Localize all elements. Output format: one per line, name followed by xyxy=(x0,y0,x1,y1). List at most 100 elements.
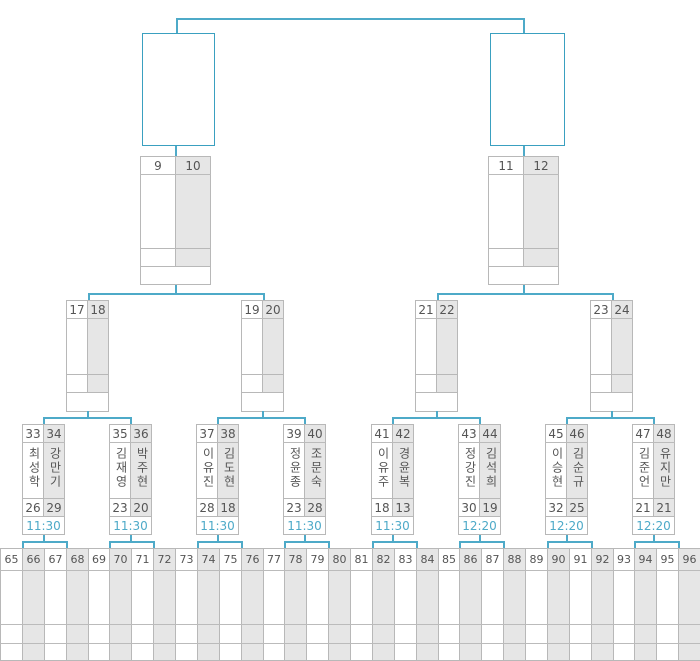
bottom-time-divider xyxy=(416,643,439,644)
r16-header-divider xyxy=(632,442,675,443)
bottom-slot[interactable]: 74 xyxy=(197,548,220,661)
bottom-slot[interactable]: 93 xyxy=(613,548,635,661)
quarter-slot-a[interactable]: 17 xyxy=(66,300,88,375)
bottom-connector-vl xyxy=(547,541,549,549)
bottom-score-divider xyxy=(416,624,439,625)
quarter-connector-vl xyxy=(88,293,90,301)
semi-seed-b: 10 xyxy=(185,159,201,173)
bottom-slot[interactable]: 70 xyxy=(109,548,132,661)
r16-seed-a: 37 xyxy=(199,427,215,441)
bottom-time-divider xyxy=(438,643,460,644)
bottom-slot[interactable]: 78 xyxy=(284,548,307,661)
quarter-time xyxy=(66,392,109,412)
bottom-score-divider xyxy=(656,624,679,625)
r16-player-name-b: 유지만 xyxy=(658,447,672,489)
bottom-slot[interactable]: 84 xyxy=(416,548,439,661)
r16-player-name-a: 최성학 xyxy=(27,447,41,489)
bottom-slot[interactable]: 83 xyxy=(394,548,417,661)
bottom-slot[interactable]: 87 xyxy=(481,548,504,661)
bottom-connector-vr xyxy=(153,541,155,549)
bottom-slot[interactable]: 72 xyxy=(153,548,176,661)
bottom-slot[interactable]: 81 xyxy=(350,548,373,661)
bottom-time-divider xyxy=(241,643,264,644)
bottom-seed-number: 94 xyxy=(638,553,653,566)
bottom-slot[interactable]: 95 xyxy=(656,548,679,661)
bottom-slot[interactable]: 76 xyxy=(241,548,264,661)
bottom-slot[interactable]: 91 xyxy=(569,548,592,661)
r16-down-connector xyxy=(304,535,306,543)
bottom-time-divider xyxy=(263,643,285,644)
bottom-header-divider xyxy=(219,570,242,571)
r16-seed-b: 44 xyxy=(482,427,498,441)
bottom-slot[interactable]: 79 xyxy=(306,548,329,661)
final-slot-right[interactable] xyxy=(490,33,565,146)
bottom-seed-number: 73 xyxy=(179,553,194,566)
quarter-slot-a[interactable]: 19 xyxy=(241,300,263,375)
bottom-slot[interactable]: 88 xyxy=(503,548,526,661)
r16-match-time: 12:20 xyxy=(462,519,497,533)
bottom-time-divider xyxy=(131,643,154,644)
bottom-slot[interactable]: 69 xyxy=(88,548,110,661)
quarter-seed-b: 24 xyxy=(614,303,630,317)
bottom-slot[interactable]: 80 xyxy=(328,548,351,661)
quarter-slot-b[interactable]: 18 xyxy=(87,300,109,375)
bottom-score-divider xyxy=(525,624,548,625)
bottom-slot[interactable]: 68 xyxy=(66,548,89,661)
bottom-slot[interactable]: 73 xyxy=(175,548,198,661)
r16-score-b: 19 xyxy=(479,498,501,517)
bottom-slot[interactable]: 85 xyxy=(438,548,460,661)
bottom-time-divider xyxy=(175,643,198,644)
bottom-slot[interactable]: 94 xyxy=(634,548,657,661)
quarter-slot-b[interactable]: 20 xyxy=(262,300,284,375)
semi-slot-a[interactable]: 9 xyxy=(140,156,176,249)
final-slot-left[interactable] xyxy=(142,33,215,146)
bottom-time-divider xyxy=(372,643,395,644)
quarter-slot-a[interactable]: 23 xyxy=(590,300,612,375)
bottom-slot[interactable]: 71 xyxy=(131,548,154,661)
bottom-header-divider xyxy=(416,570,439,571)
bottom-slot[interactable]: 66 xyxy=(22,548,45,661)
bottom-score-divider xyxy=(328,624,351,625)
bottom-seed-number: 72 xyxy=(157,553,172,566)
bottom-slot[interactable]: 82 xyxy=(372,548,395,661)
semi-slot-b[interactable]: 10 xyxy=(175,156,211,249)
semi-time xyxy=(140,266,211,285)
semi-slot-b[interactable]: 12 xyxy=(523,156,559,249)
bottom-slot[interactable]: 89 xyxy=(525,548,548,661)
semi-slot-a[interactable]: 11 xyxy=(488,156,524,249)
r16-connector-h xyxy=(392,417,481,419)
r16-player-name-b: 강만기 xyxy=(48,447,62,489)
quarter-slot-b[interactable]: 22 xyxy=(436,300,458,375)
bottom-time-divider xyxy=(459,643,482,644)
bottom-slot[interactable]: 86 xyxy=(459,548,482,661)
bottom-slot[interactable]: 65 xyxy=(0,548,23,661)
quarter-slot-b[interactable]: 24 xyxy=(611,300,633,375)
bottom-slot[interactable]: 92 xyxy=(591,548,614,661)
r16-header-divider xyxy=(371,442,414,443)
bottom-slot[interactable]: 90 xyxy=(547,548,570,661)
quarter-score-b xyxy=(436,374,458,393)
bottom-header-divider xyxy=(306,570,329,571)
bottom-slot[interactable]: 67 xyxy=(44,548,67,661)
bottom-slot[interactable]: 75 xyxy=(219,548,242,661)
bottom-slot[interactable]: 96 xyxy=(678,548,700,661)
bottom-slot[interactable]: 77 xyxy=(263,548,285,661)
quarter-slot-a[interactable]: 21 xyxy=(415,300,437,375)
quarter-connector-h xyxy=(437,293,614,295)
